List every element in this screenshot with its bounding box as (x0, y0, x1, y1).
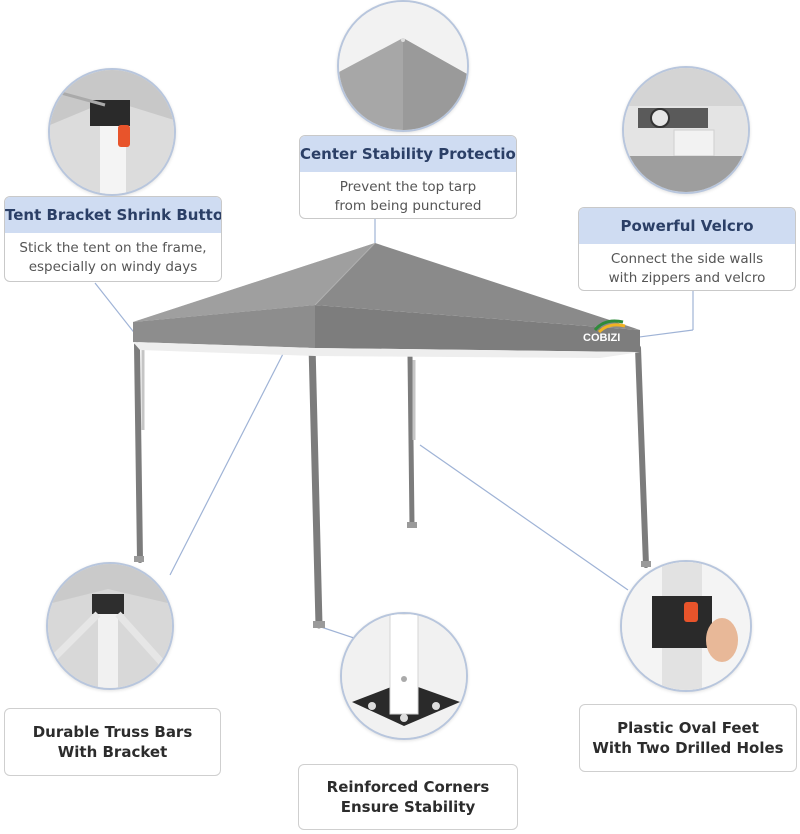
leader-line-bracket (94, 282, 141, 341)
feature-reinforced-corners-line-2: Ensure Stability (340, 798, 476, 816)
leader-line-truss (169, 349, 286, 576)
detail-circle-velcro (622, 66, 750, 194)
feature-oval-feet-line-2: With Two Drilled Holes (592, 739, 784, 757)
detail-circle-oval-feet (620, 560, 752, 692)
brand-logo-text: COBIZI (583, 332, 620, 344)
detail-circle-reinforced-corners (340, 612, 468, 740)
feature-reinforced-corners: Reinforced Corners Ensure Stability (298, 764, 518, 830)
feature-truss-bars: Durable Truss Bars With Bracket (4, 708, 221, 776)
callout-velcro: Powerful Velcro Connect the side walls w… (578, 207, 796, 291)
callout-bracket-button: Tent Bracket Shrink Button Stick the ten… (4, 196, 222, 282)
callout-bracket-button-desc: Stick the tent on the frame, especially … (19, 240, 207, 275)
feature-oval-feet-line-1: Plastic Oval Feet (617, 719, 759, 737)
detail-circle-bracket-button (48, 68, 176, 196)
callout-velcro-desc: Connect the side walls with zippers and … (608, 251, 766, 286)
feature-truss-bars-line-1: Durable Truss Bars (32, 723, 193, 741)
callout-bracket-button-title: Tent Bracket Shrink Button (5, 197, 221, 233)
feature-oval-feet: Plastic Oval Feet With Two Drilled Holes (579, 704, 797, 772)
brand-logo (593, 319, 626, 334)
detail-circle-truss-bars (46, 562, 174, 690)
feature-truss-bars-line-2: With Bracket (57, 743, 168, 761)
tent-legs (134, 341, 649, 629)
callout-velcro-title: Powerful Velcro (579, 208, 795, 244)
callout-center-stability-title: Center Stability Protection (300, 136, 516, 172)
callout-center-stability-desc: Prevent the top tarp from being puncture… (334, 179, 482, 214)
callout-center-stability: Center Stability Protection Prevent the … (299, 135, 517, 219)
feature-reinforced-corners-line-1: Reinforced Corners (326, 778, 490, 796)
leader-line-feet (419, 444, 629, 591)
detail-circle-center-stability (337, 0, 469, 132)
